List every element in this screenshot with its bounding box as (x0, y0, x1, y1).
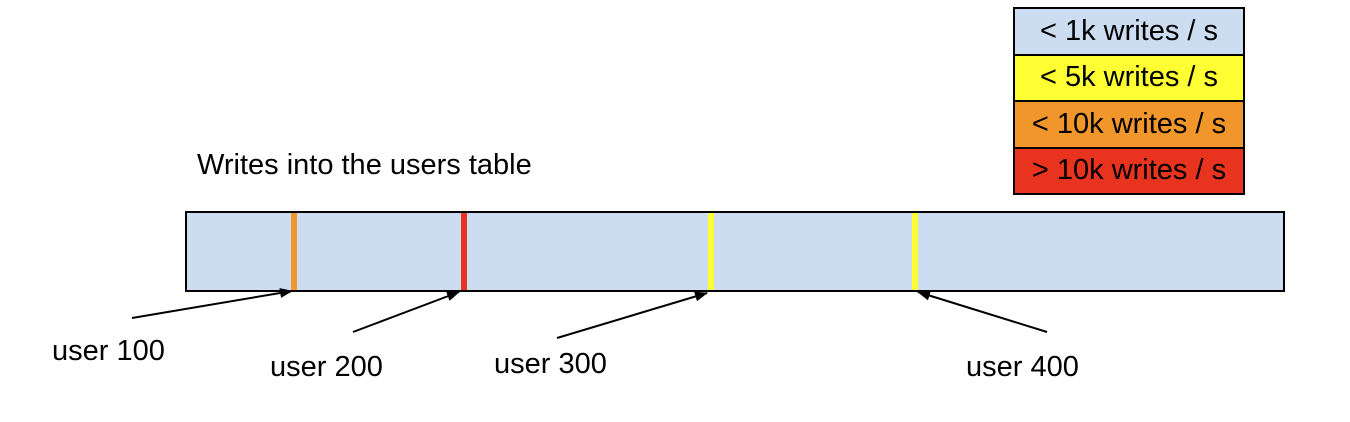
legend-item-label: < 1k writes / s (1039, 14, 1219, 47)
legend-item-label: > 10k writes / s (1031, 154, 1227, 187)
arrow-user-300 (556, 291, 708, 339)
legend-item-lt-1k: < 1k writes / s (1015, 9, 1243, 56)
arrow-user-100 (131, 288, 293, 319)
marker-stripe-user-300 (708, 213, 714, 290)
label-user-300: user 300 (494, 348, 607, 380)
label-user-400: user 400 (966, 351, 1079, 383)
legend-item-label: < 5k writes / s (1039, 61, 1219, 94)
marker-stripe-user-400 (912, 213, 918, 290)
diagram-title: Writes into the users table (197, 149, 532, 181)
legend-item-lt-10k: < 10k writes / s (1015, 102, 1243, 149)
arrow-user-400 (917, 290, 1048, 333)
arrow-user-200 (352, 291, 460, 333)
legend-item-label: < 10k writes / s (1031, 107, 1227, 140)
legend: < 1k writes / s < 5k writes / s < 10k wr… (1013, 7, 1245, 195)
marker-stripe-user-200 (461, 213, 467, 290)
label-user-200: user 200 (270, 351, 383, 383)
label-user-100: user 100 (52, 335, 165, 367)
users-table-bar (185, 211, 1285, 292)
legend-item-lt-5k: < 5k writes / s (1015, 55, 1243, 102)
legend-item-gt-10k: > 10k writes / s (1015, 148, 1243, 193)
marker-stripe-user-100 (291, 213, 297, 290)
